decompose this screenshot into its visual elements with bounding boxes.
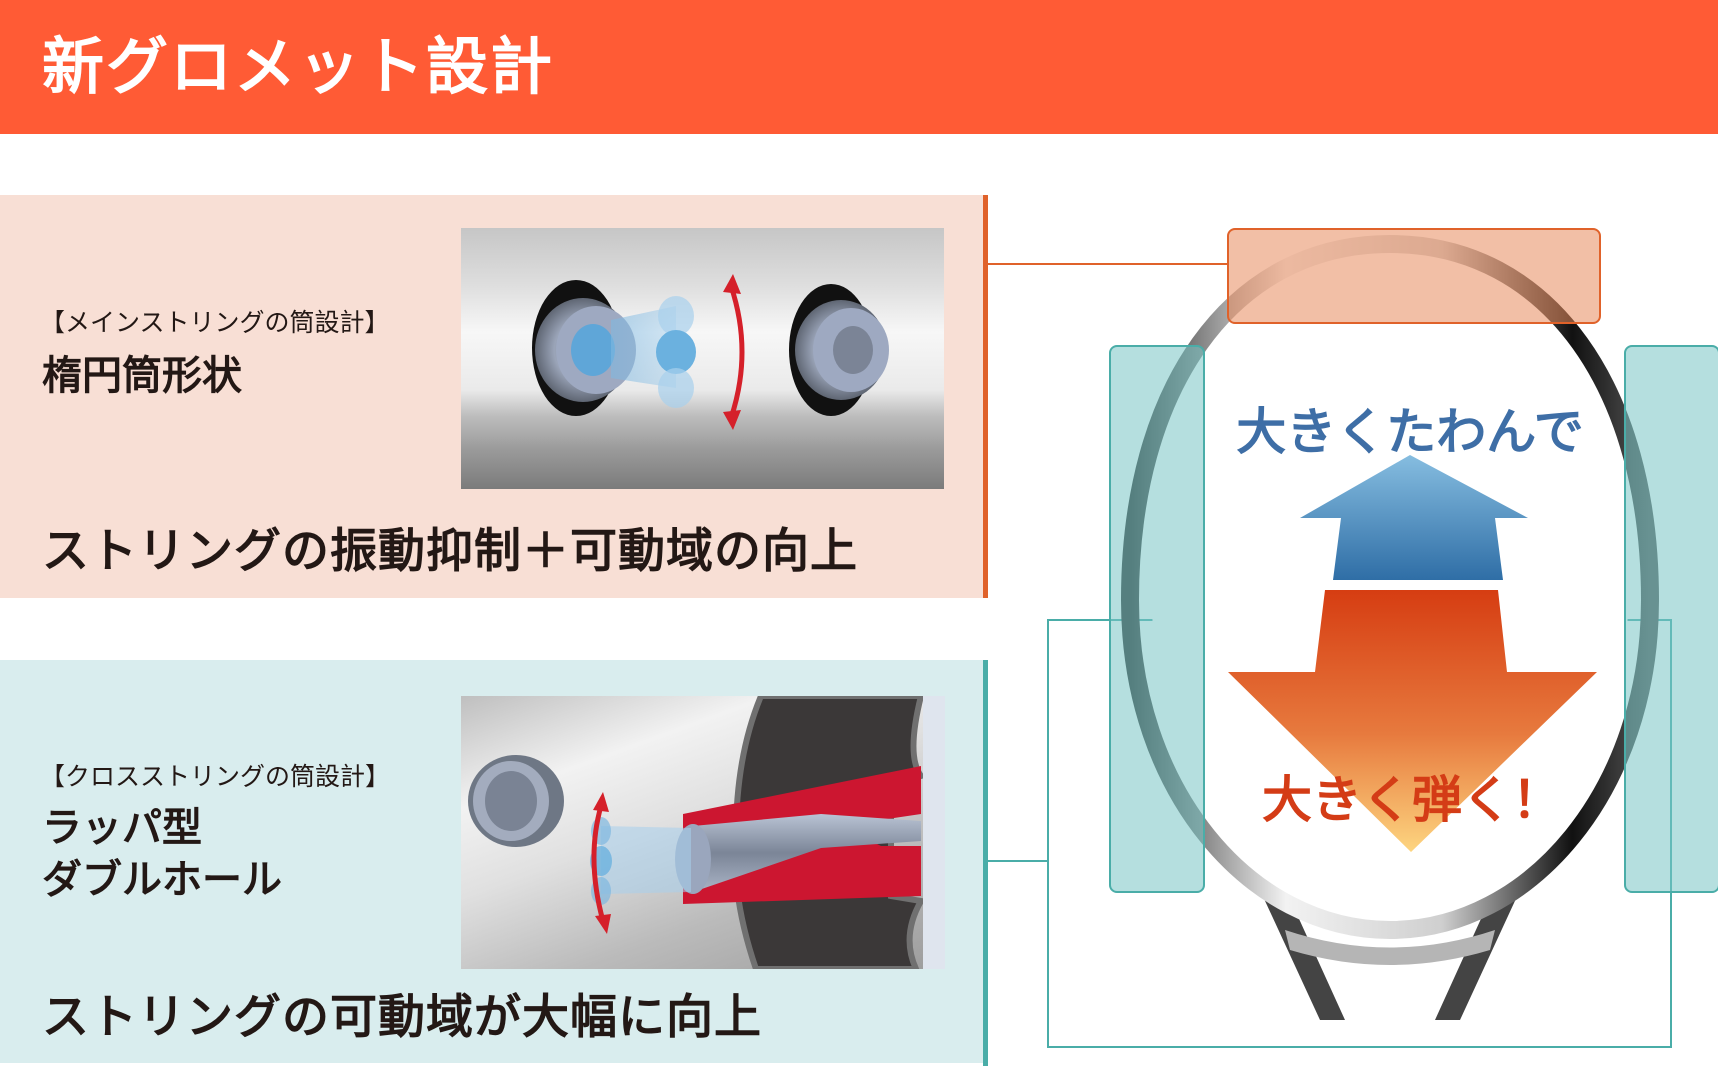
left-frame-highlight (1109, 345, 1205, 893)
cross-string-accent-bar (983, 660, 988, 1066)
double-hole-grommet-icon (468, 696, 945, 969)
page-header (0, 0, 1718, 134)
trumpet-double-hole-illustration (461, 696, 945, 969)
main-string-accent-bar (983, 195, 988, 598)
main-string-summary: ストリングの振動抑制＋可動域の向上 (42, 524, 858, 579)
top-frame-highlight (1227, 228, 1601, 324)
cross-string-summary: ストリングの可動域が大幅に向上 (42, 990, 762, 1045)
flex-caption: 大きくたわんで (1236, 403, 1584, 461)
grommet-icon (532, 274, 889, 430)
cross-string-connector-line (988, 860, 1048, 862)
page-title: 新グロメット設計 (42, 30, 555, 103)
cross-string-label: 【クロスストリングの筒設計】 (40, 762, 391, 791)
rebound-caption: 大きく弾く！ (1262, 771, 1562, 829)
main-string-label: 【メインストリングの筒設計】 (40, 308, 390, 337)
right-frame-highlight (1624, 345, 1718, 893)
cross-string-heading-line-2: ダブルホール (42, 857, 282, 903)
main-string-heading: 楕円筒形状 (42, 353, 242, 399)
elliptical-grommet-illustration (461, 228, 944, 489)
cross-string-heading-line-1: ラッパ型 (42, 805, 202, 851)
main-string-connector-line (988, 263, 1227, 265)
